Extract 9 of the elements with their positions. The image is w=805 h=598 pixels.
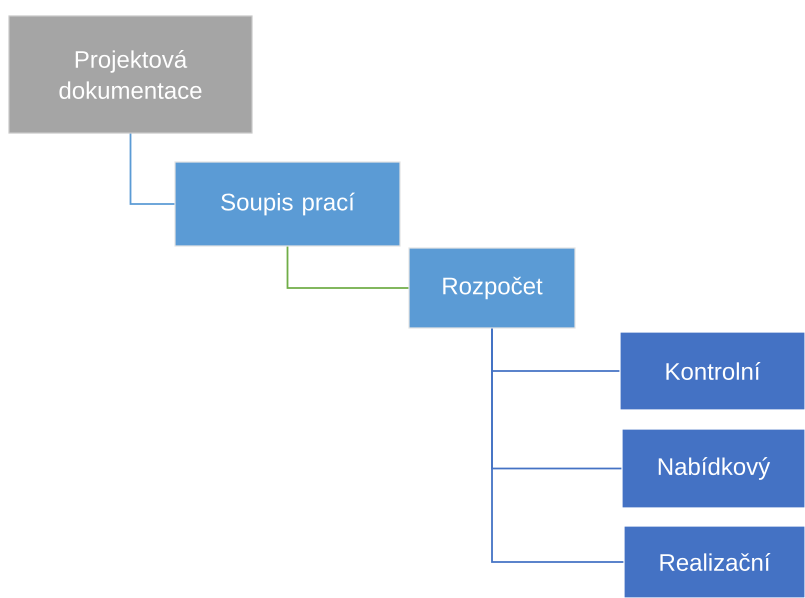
connector-line	[130, 134, 174, 205]
connector-line	[286, 246, 408, 289]
connector-line	[491, 328, 624, 563]
process-box: Kontrolní	[619, 331, 805, 411]
process-box: Realizační	[623, 525, 805, 598]
process-box: Soupis prací	[174, 161, 401, 247]
process-box: Projektová dokumentace	[8, 15, 253, 134]
process-box: Rozpočet	[408, 247, 576, 329]
process-box: Nabídkový	[621, 428, 805, 509]
